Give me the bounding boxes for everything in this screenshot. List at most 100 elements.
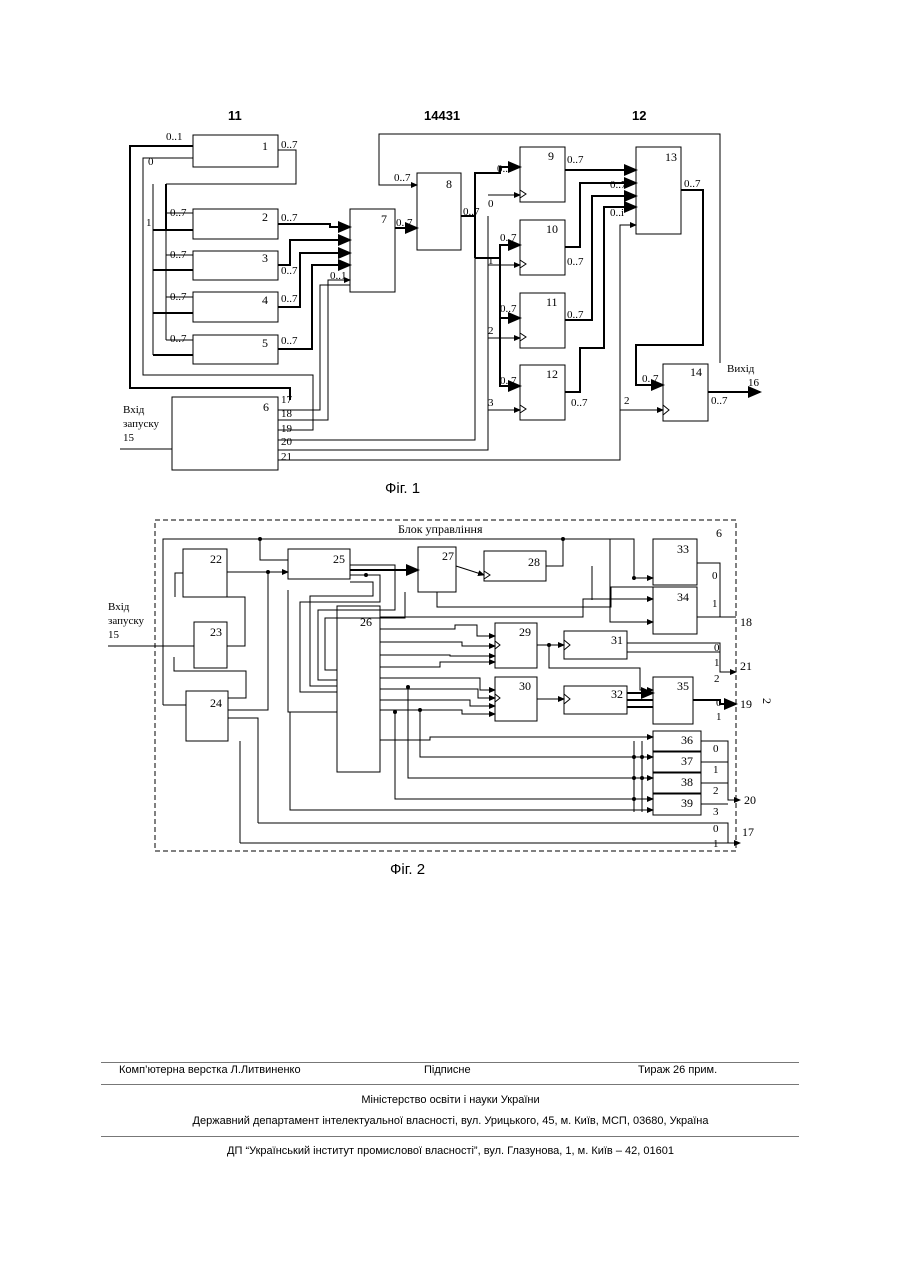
fig2-block-6-number: 6 [716, 526, 722, 540]
fig2-digit: 1 [714, 657, 720, 669]
fig2-label-31: 31 [611, 633, 623, 647]
fig2-block-36 [653, 731, 701, 751]
fig1-label-d0: 0 [488, 198, 494, 210]
fig1-label-14: 14 [690, 365, 702, 379]
footer-divider [101, 1136, 799, 1137]
fig2-digit: 0 [713, 743, 719, 755]
fig2-digit: 3 [713, 806, 719, 818]
fig2-side-number: 2 [760, 698, 774, 704]
fig2-label-38: 38 [681, 775, 693, 789]
fig2-digit: 1 [713, 764, 719, 776]
fig2-block-33 [653, 539, 697, 585]
fig1-bus-label: 0..7 [170, 291, 187, 303]
fig1-bus-label: 0..7 [396, 217, 413, 229]
fig2-output-19: 19 [740, 697, 752, 711]
fig1-bus-label: 0..7 [571, 397, 588, 409]
fig1-bus-label: 0..7 [497, 163, 514, 175]
fig1-input-label: Вхід [123, 404, 145, 416]
fig1-port-21: 21 [281, 451, 292, 463]
footer-typesetting: Комп’ютерна верстка Л.Литвиненко [119, 1064, 301, 1076]
fig1-bus-label: 0..1 [330, 270, 347, 282]
fig2-label-26: 26 [360, 615, 372, 629]
fig1-label-d1: 1 [146, 217, 152, 229]
fig2-bus-25-26 [288, 565, 405, 712]
fig2-block-34 [653, 587, 697, 634]
fig1-bus-label: 0..7 [170, 207, 187, 219]
figure-2 [108, 520, 740, 851]
fig2-digit: 1 [712, 598, 718, 610]
fig2-label-30: 30 [519, 679, 531, 693]
fig2-digit: 2 [713, 785, 719, 797]
fig2-input-label: 15 [108, 629, 120, 641]
footer-signed: Підписне [424, 1064, 471, 1076]
fig1-label-d1: 1 [488, 255, 494, 267]
fig1-block-7 [350, 209, 395, 292]
fig1-bus-label: 0..7 [281, 139, 298, 151]
fig2-input-label: запуску [108, 615, 145, 627]
fig2-label-23: 23 [210, 625, 222, 639]
footer-department: Державний департамент інтелектуальної вл… [0, 1115, 901, 1127]
fig1-bus-label: 0..7 [711, 395, 728, 407]
fig1-bus-label: 0..7 [642, 373, 659, 385]
fig1-bus-label: 0..7 [281, 335, 298, 347]
fig2-digit: 2 [714, 673, 720, 685]
fig2-label-37: 37 [681, 754, 693, 768]
fig2-digit: 1 [713, 838, 719, 850]
fig1-port-20: 20 [281, 436, 293, 448]
fig1-input-label: 15 [123, 432, 135, 444]
fig1-label-2: 2 [262, 210, 268, 224]
fig2-label-28: 28 [528, 555, 540, 569]
fig2-block-26 [337, 606, 380, 772]
fig2-output-21: 21 [740, 659, 752, 673]
fig1-bus-label: 0..7 [170, 333, 187, 345]
fig1-block-9 [520, 147, 565, 202]
fig2-label-33: 33 [677, 542, 689, 556]
fig1-label-9: 9 [548, 149, 554, 163]
fig1-label-6: 6 [263, 400, 269, 414]
fig1-port-19: 19 [281, 423, 293, 435]
fig2-label-25: 25 [333, 552, 345, 566]
figure-1 [120, 134, 760, 470]
fig2-label-39: 39 [681, 796, 693, 810]
fig2-title: Блок управління [398, 522, 483, 536]
fig2-output-17: 17 [742, 825, 754, 839]
fig2-label-32: 32 [611, 687, 623, 701]
fig1-label-12: 12 [546, 367, 558, 381]
fig1-label-11: 11 [546, 295, 558, 309]
fig1-output-label: 16 [748, 377, 760, 389]
fig1-port-18: 18 [281, 408, 293, 420]
fig2-label-24: 24 [210, 696, 222, 710]
fig2-label-34: 34 [677, 590, 689, 604]
footer-institute: ДП “Український інститут промислової вла… [0, 1145, 901, 1157]
fig1-bus-label: 0..7 [281, 293, 298, 305]
fig1-label-7: 7 [381, 212, 387, 226]
fig1-label-1: 1 [262, 139, 268, 153]
fig1-bus-label: 0..7 [684, 178, 701, 190]
fig1-bus-label: 0..7 [281, 212, 298, 224]
fig1-bus-label: 0..7 [281, 265, 298, 277]
fig2-digit: 1 [716, 711, 722, 723]
fig1-label-d2: 2 [488, 325, 494, 337]
fig2-label-27: 27 [442, 549, 454, 563]
fig1-bus-label: 0..7 [500, 232, 517, 244]
fig1-label-d0: 0 [148, 156, 154, 168]
fig1-label-13: 13 [665, 150, 677, 164]
fig1-output-label: Вихід [727, 363, 755, 375]
fig1-bus-label: 0..7 [567, 309, 584, 321]
fig1-bus-label: 0..7 [500, 375, 517, 387]
fig2-label-29: 29 [519, 625, 531, 639]
fig1-block-8 [417, 173, 461, 250]
fig1-labels: 1 2 3 4 5 6 7 8 9 10 11 12 13 14 0..1 0 … [123, 131, 760, 497]
footer-ministry: Міністерство освіти і науки України [0, 1094, 901, 1106]
fig2-block-39 [653, 794, 701, 815]
fig2-input-label: Вхід [108, 601, 130, 613]
fig1-bus-label: 0..7 [567, 154, 584, 166]
fig1-block-12 [520, 365, 565, 420]
fig2-control-frame [155, 520, 736, 851]
fig1-caption: Фіг. 1 [385, 480, 420, 497]
fig1-block-10 [520, 220, 565, 275]
fig2-block-37 [653, 752, 701, 772]
fig1-label-8: 8 [446, 177, 452, 191]
fig1-label-10: 10 [546, 222, 558, 236]
